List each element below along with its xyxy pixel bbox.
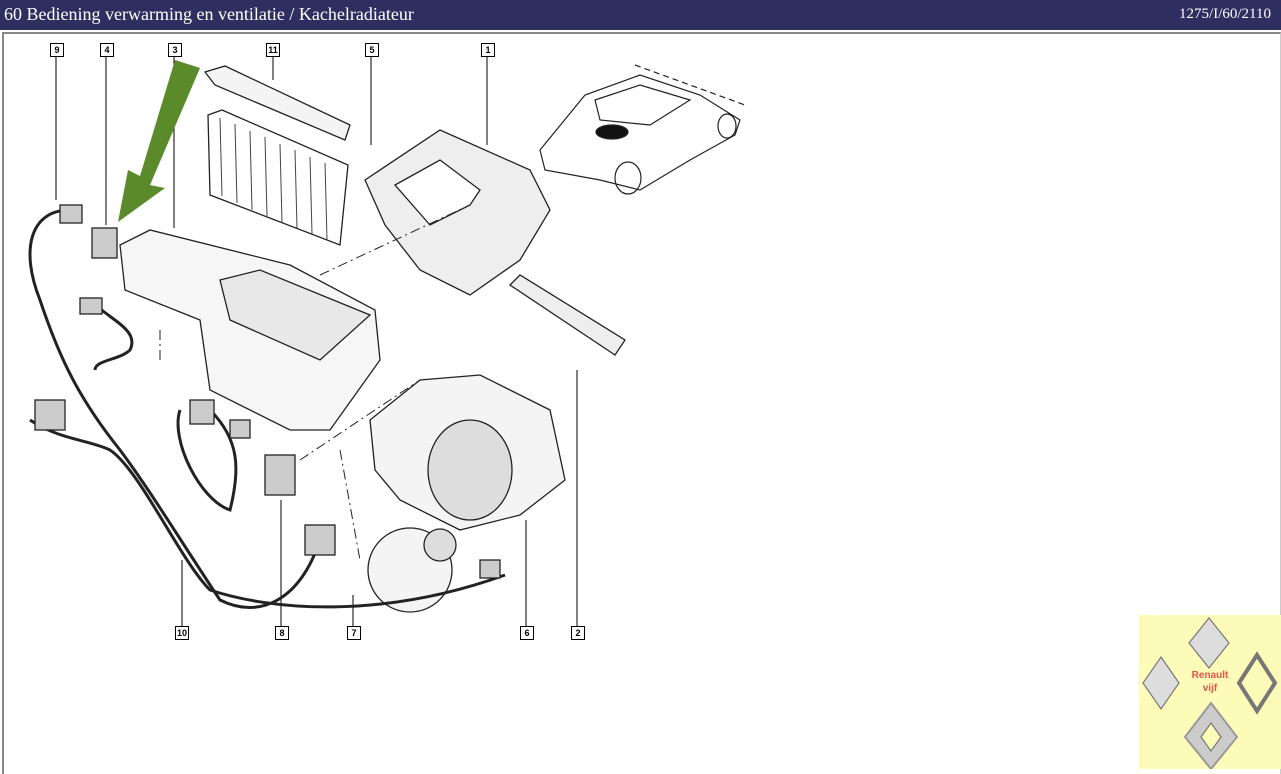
callout-10: 10 — [175, 626, 189, 640]
diagram-reference: 1275/I/60/2110 — [1179, 6, 1271, 22]
callout-7: 7 — [347, 626, 361, 640]
vehicle-location-icon — [539, 64, 746, 195]
callout-5: 5 — [365, 43, 379, 57]
callout-3: 3 — [168, 43, 182, 57]
part-1-housing — [364, 129, 551, 296]
connectors — [34, 204, 501, 579]
page-title: 60 Bediening verwarming en ventilatie / … — [4, 4, 414, 24]
callout-8: 8 — [275, 626, 289, 640]
leader-lines — [55, 56, 578, 626]
part-5-filter — [207, 109, 349, 246]
renault-vijf-logo: Renault vijf — [1139, 615, 1281, 771]
callout-6: 6 — [520, 626, 534, 640]
wiring-harness — [28, 208, 506, 609]
assembly-lines — [159, 204, 471, 561]
callout-2: 2 — [571, 626, 585, 640]
callout-4: 4 — [100, 43, 114, 57]
renault-emblems — [1142, 617, 1278, 771]
part-7-blower-motor — [367, 527, 457, 613]
callout-9: 9 — [50, 43, 64, 57]
logo-text-vijf: vijf — [1202, 683, 1218, 694]
part-3-heater-box — [119, 229, 381, 431]
callout-1: 1 — [481, 43, 495, 57]
part-6-blower-housing — [369, 374, 566, 531]
part-11-cover — [203, 65, 351, 141]
part-2-resistor — [508, 274, 626, 356]
callout-11: 11 — [266, 43, 280, 57]
title-bar: 60 Bediening verwarming en ventilatie / … — [0, 0, 1281, 30]
highlight-arrow — [118, 60, 200, 222]
logo-text-renault: Renault — [1191, 670, 1229, 681]
